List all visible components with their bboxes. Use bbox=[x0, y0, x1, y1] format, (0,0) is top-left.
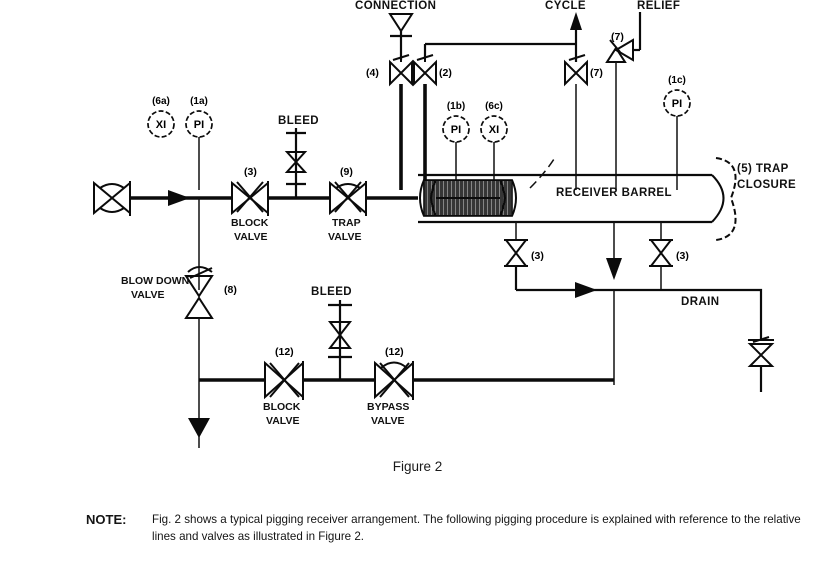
bleed-valve-lower-symbol bbox=[327, 300, 353, 380]
drain-flow-arrow bbox=[575, 282, 597, 298]
instrument-pi-1a-tag: PI bbox=[194, 119, 204, 131]
trap-closure-label-line1: (5) TRAP bbox=[737, 163, 789, 175]
drain-valve-right-3-number: (3) bbox=[676, 250, 689, 262]
drain-outlet-valve-symbol bbox=[747, 336, 775, 392]
instrument-pi-1c-number: (1c) bbox=[668, 75, 686, 86]
drain-header-line bbox=[614, 288, 763, 340]
trap-closure-label-line2: CLOSURE bbox=[737, 179, 796, 191]
blow-down-valve-number: (8) bbox=[224, 284, 237, 296]
cycle-riser-group bbox=[564, 12, 588, 190]
inlet-flow-arrow bbox=[168, 190, 190, 206]
connection-vent-symbol bbox=[388, 13, 414, 60]
block-valve-lower-label-line2: VALVE bbox=[266, 415, 299, 427]
relief-line-group bbox=[605, 12, 642, 190]
trap-valve-number: (9) bbox=[340, 166, 353, 178]
blow-down-valve-label-line2: VALVE bbox=[131, 289, 164, 301]
instrument-pi-1c: PI (1c) bbox=[663, 75, 691, 190]
block-valve-lower-number: (12) bbox=[275, 346, 294, 358]
bypass-valve-number: (12) bbox=[385, 346, 404, 358]
receiver-barrel-shell bbox=[418, 157, 737, 241]
inlet-check-valve-symbol bbox=[93, 180, 131, 216]
instrument-xi-6c-tag: XI bbox=[489, 124, 499, 136]
drain-valve-left-3-symbol bbox=[503, 222, 614, 292]
instrument-xi-6a-number: (6a) bbox=[152, 96, 170, 107]
bleed-valve-top-symbol bbox=[284, 128, 308, 198]
instrument-pi-1b-tag: PI bbox=[451, 124, 461, 136]
instrument-pi-1b-number: (1b) bbox=[447, 101, 465, 112]
relief-label: RELIEF bbox=[637, 0, 680, 12]
blow-down-valve-label-line1: BLOW DOWN bbox=[121, 275, 189, 287]
drain-label: DRAIN bbox=[681, 296, 719, 308]
blowdown-outlet-arrow bbox=[188, 418, 210, 438]
pig-symbol bbox=[419, 179, 517, 217]
cycle-valve-7-number: (7) bbox=[590, 67, 603, 79]
bleed-valve-top-label: BLEED bbox=[278, 115, 319, 127]
drain-valve-left-3-number: (3) bbox=[531, 250, 544, 262]
instrument-xi-6c-number: (6c) bbox=[485, 101, 503, 112]
instrument-pi-1b: PI (1b) bbox=[442, 101, 470, 182]
center-drop-arrow bbox=[606, 258, 622, 280]
bypass-valve-label-line2: VALVE bbox=[371, 415, 404, 427]
trap-valve-label-line2: VALVE bbox=[328, 231, 361, 243]
kicker-valve-2-symbol bbox=[413, 54, 437, 87]
figure-caption: Figure 2 bbox=[392, 459, 443, 474]
instrument-xi-6a: XI (6a) bbox=[147, 96, 175, 138]
cycle-label: CYCLE bbox=[545, 0, 586, 12]
block-valve-lower-label-line1: BLOCK bbox=[263, 401, 301, 413]
bypass-valve-label-line1: BYPASS bbox=[367, 401, 409, 413]
block-valve-lower-symbol bbox=[264, 360, 304, 400]
instrument-pi-1a: PI (1a) bbox=[185, 96, 213, 190]
relief-valve-symbol bbox=[605, 38, 634, 63]
instrument-pi-1c-tag: PI bbox=[672, 98, 682, 110]
instrument-pi-1a-number: (1a) bbox=[190, 96, 208, 107]
block-valve-main-number: (3) bbox=[244, 166, 257, 178]
note-block: NOTE: Fig. 2 shows a typical pigging rec… bbox=[86, 512, 826, 545]
blow-down-valve-symbol bbox=[184, 266, 214, 319]
trap-valve-label-line1: TRAP bbox=[332, 217, 361, 229]
drain-valve-right-3-symbol bbox=[648, 222, 674, 290]
relief-valve-number: (7) bbox=[611, 31, 624, 43]
kicker-valve-4-number: (4) bbox=[366, 67, 379, 79]
instrument-xi-6c: XI (6c) bbox=[480, 101, 508, 182]
barrel-pointer bbox=[529, 155, 557, 189]
connection-label: CONNECTION bbox=[355, 0, 436, 12]
receiver-barrel-label: RECEIVER BARREL bbox=[556, 187, 672, 199]
block-valve-main-label-line1: BLOCK bbox=[231, 217, 269, 229]
bypass-valve-symbol bbox=[374, 360, 414, 400]
trap-valve-symbol bbox=[329, 180, 367, 216]
block-valve-main-label-line2: VALVE bbox=[234, 231, 267, 243]
note-text: Fig. 2 shows a typical pigging receiver … bbox=[152, 513, 801, 543]
cycle-valve-7-symbol bbox=[564, 54, 588, 87]
kicker-valve-2-number: (2) bbox=[439, 67, 452, 79]
note-label: NOTE: bbox=[86, 512, 127, 527]
block-valve-main-symbol bbox=[231, 180, 269, 216]
bleed-valve-lower-label: BLEED bbox=[311, 286, 352, 298]
instrument-xi-6a-tag: XI bbox=[156, 119, 166, 131]
kicker-valve-4-symbol bbox=[389, 54, 413, 87]
